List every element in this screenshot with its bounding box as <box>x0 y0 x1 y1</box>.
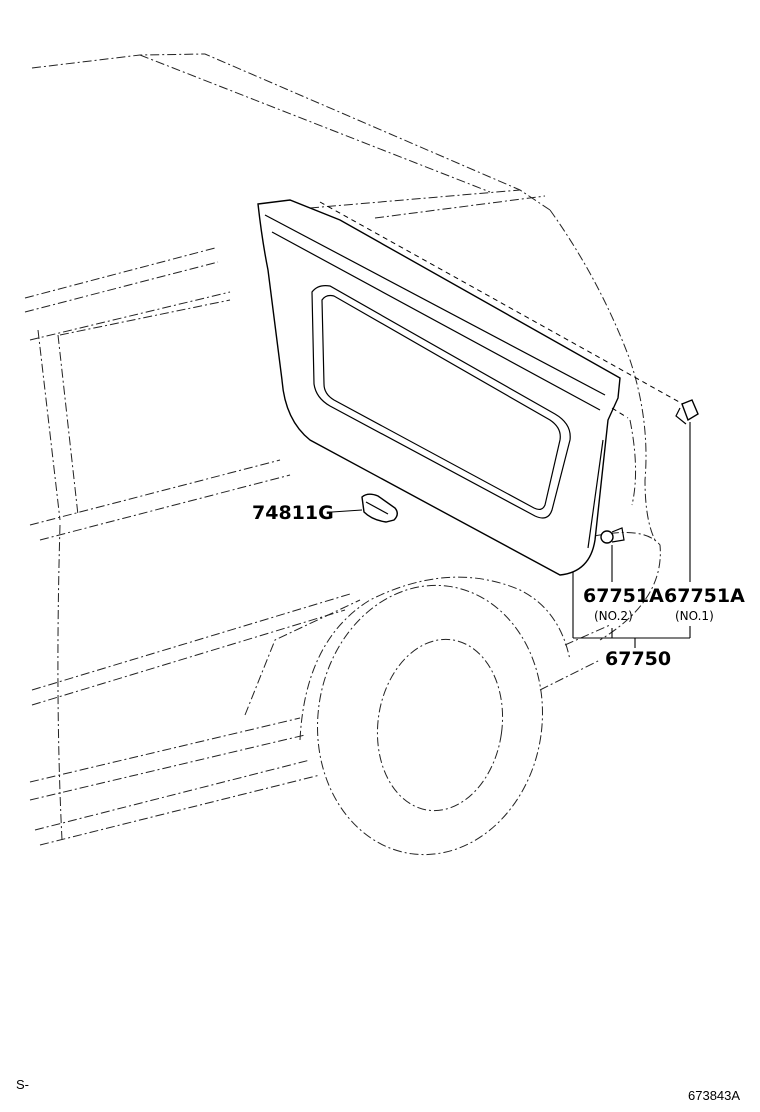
quarter-window-panel <box>257 199 691 576</box>
label-67750: 67750 <box>605 648 671 670</box>
clip-74811g <box>331 493 398 523</box>
vehicle-body-outline <box>24 53 661 856</box>
corner-code-right: 673843A <box>688 1088 740 1103</box>
corner-code-left: S- <box>16 1077 29 1092</box>
clip-67751a-no2 <box>600 527 625 638</box>
label-67751a-no1-sub: (NO.1) <box>675 609 714 623</box>
label-67751a-no1: 67751A <box>664 585 745 607</box>
assembly-bracket-67750 <box>572 572 690 648</box>
label-67751a-no2: 67751A <box>583 585 664 607</box>
clip-67751a-no1 <box>675 399 699 638</box>
label-74811g: 74811G <box>252 502 334 524</box>
label-67751a-no2-sub: (NO.2) <box>594 609 633 623</box>
